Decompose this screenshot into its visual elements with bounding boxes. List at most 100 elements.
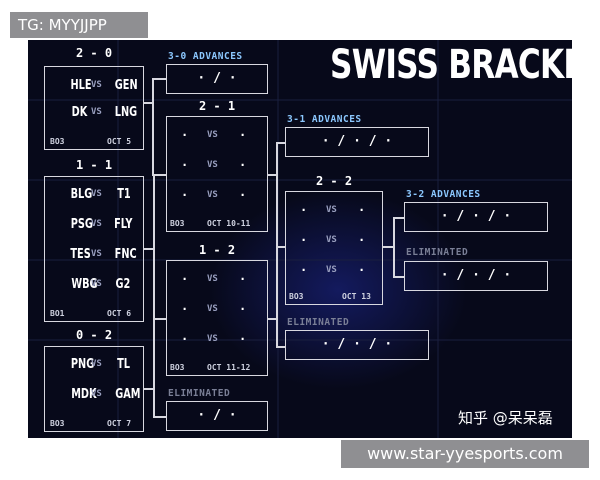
connector-line (152, 78, 166, 80)
match-row: BLG VS T1 (45, 181, 143, 207)
group-0-2: PNG VS TL MDK VS GAM BO3 OCT 7 (44, 346, 144, 432)
match-date: OCT 10-11 (207, 219, 251, 228)
connector-line (153, 174, 155, 318)
match-row: · VS · (286, 196, 382, 224)
vs-label: VS (91, 80, 102, 90)
slot-markers: · / · / · (440, 209, 512, 224)
slot-dot: · (300, 203, 308, 217)
connector-line (268, 318, 276, 320)
vs-label: VS (326, 265, 337, 275)
slot-dot: · (181, 302, 189, 316)
slots-2-3-eliminated: · / · / · (404, 261, 548, 291)
vs-label: VS (91, 189, 102, 199)
match-row: HLE VS GEN (45, 72, 143, 98)
slot-dot: · (239, 302, 247, 316)
vs-label: VS (91, 249, 102, 259)
slot-dot: · (239, 272, 247, 286)
vs-label: VS (207, 334, 218, 344)
connector-line (268, 174, 276, 176)
outcome-label-2-3-eliminated: ELIMINATED (406, 247, 469, 258)
vs-label: VS (207, 190, 218, 200)
team-name: GEN (114, 77, 138, 93)
slots-0-3-eliminated: · / · (166, 401, 268, 431)
match-row: PNG VS TL (45, 351, 143, 377)
bracket-image: SWISS BRACKET 2 - 0 HLE VS GEN DK VS LNG… (28, 40, 572, 438)
connector-line (276, 142, 285, 144)
group-2-0: HLE VS GEN DK VS LNG BO3 OCT 5 (44, 66, 144, 150)
vs-label: VS (207, 160, 218, 170)
connector-line (152, 102, 154, 174)
match-format: BO3 (289, 292, 304, 301)
connector-line (153, 416, 166, 418)
group-1-1: BLG VS T1 PSG VS FLY TES VS FNC WBG VS G… (44, 176, 144, 322)
team-name: GAM (115, 386, 141, 402)
slot-markers: · / · (197, 71, 237, 86)
connector-line (393, 217, 395, 277)
round-label-2-0: 2 - 0 (75, 46, 113, 60)
slot-dot: · (358, 233, 366, 247)
match-row: · VS · (167, 325, 267, 353)
match-format: BO3 (170, 363, 185, 372)
outcome-label-1-3-eliminated: ELIMINATED (287, 317, 350, 328)
outcome-label-0-3-eliminated: ELIMINATED (168, 388, 231, 399)
connector-line (152, 174, 166, 176)
team-name: WBG (71, 276, 98, 292)
team-name: TL (117, 356, 131, 372)
slot-dot: · (239, 158, 247, 172)
match-row: · VS · (167, 265, 267, 293)
match-date: OCT 7 (107, 419, 132, 428)
slot-markers: · / · / · (440, 268, 512, 283)
match-row: · VS · (286, 256, 382, 284)
vs-label: VS (91, 107, 102, 117)
team-name: FNC (114, 246, 137, 262)
round-label-0-2: 0 - 2 (75, 328, 113, 342)
vs-label: VS (91, 359, 102, 369)
team-name: PNG (70, 356, 95, 372)
match-date: OCT 6 (107, 309, 132, 318)
group-2-2: · VS · · VS · · VS · BO3 OCT 13 (285, 191, 383, 305)
match-row: · VS · (167, 295, 267, 323)
outcome-label-3-2-advances: 3-2 ADVANCES (406, 189, 481, 200)
slot-dot: · (239, 128, 247, 142)
slots-3-1-advances: · / · / · (285, 127, 429, 157)
connector-line (153, 388, 155, 416)
slot-markers: · / · / · (321, 337, 393, 352)
match-row: · VS · (286, 226, 382, 254)
background-grid (28, 40, 572, 438)
connector-line (144, 388, 154, 390)
connector-line (144, 102, 152, 104)
connector-line (144, 248, 154, 250)
slot-dot: · (358, 203, 366, 217)
overlay-tag: TG: MYYJJPP (10, 12, 148, 38)
connector-line (393, 217, 404, 219)
connector-line (152, 78, 154, 102)
vs-label: VS (326, 235, 337, 245)
connector-line (153, 318, 155, 388)
connector-line (153, 318, 166, 320)
slot-dot: · (300, 263, 308, 277)
match-date: OCT 11-12 (207, 363, 251, 372)
match-date: OCT 13 (342, 292, 371, 301)
team-name: T1 (117, 186, 131, 202)
match-row: · VS · (167, 121, 267, 149)
match-format: BO3 (50, 137, 65, 146)
match-row: MDK VS GAM (45, 381, 143, 407)
slot-dot: · (181, 332, 189, 346)
round-label-2-2: 2 - 2 (315, 174, 353, 188)
match-date: OCT 5 (107, 137, 132, 146)
round-label-2-1: 2 - 1 (198, 99, 236, 113)
slot-markers: · / · / · (321, 134, 393, 149)
connector-line (276, 246, 285, 248)
slot-markers: · / · (197, 408, 237, 423)
vs-label: VS (91, 219, 102, 229)
outcome-label-3-1-advances: 3-1 ADVANCES (287, 114, 362, 125)
vs-label: VS (207, 274, 218, 284)
outcome-label-3-0-advances: 3-0 ADVANCES (168, 51, 243, 62)
vs-label: VS (91, 279, 102, 289)
slot-dot: · (181, 158, 189, 172)
match-row: TES VS FNC (45, 241, 143, 267)
vs-label: VS (326, 205, 337, 215)
connector-line (276, 246, 278, 346)
connector-line (383, 246, 393, 248)
round-label-1-2: 1 - 2 (198, 243, 236, 257)
